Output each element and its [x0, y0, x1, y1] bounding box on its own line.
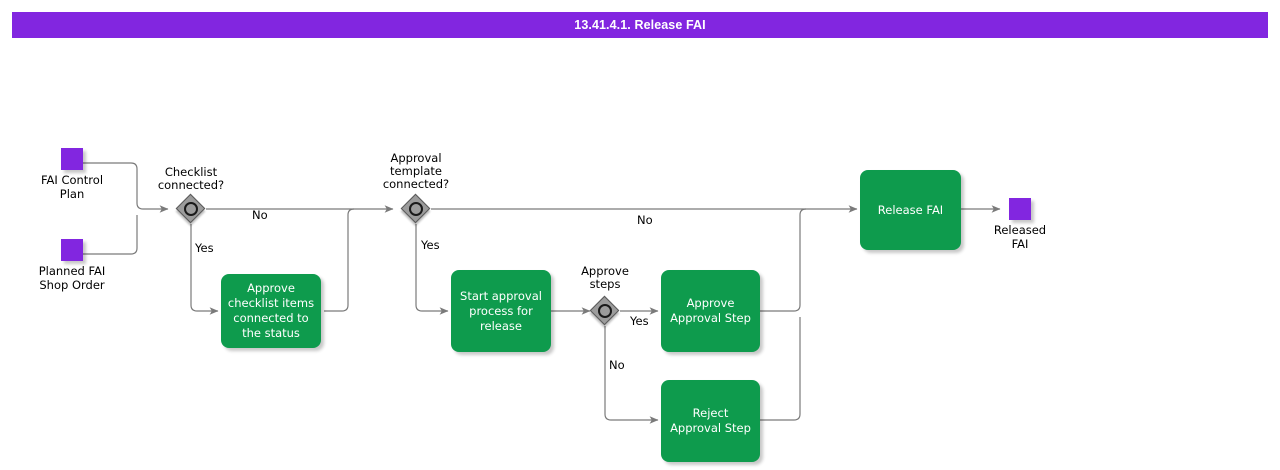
gateway-event-ring-icon — [409, 202, 423, 216]
gateway-checklist-connected[interactable] — [175, 193, 206, 224]
gateway-label-checklist-connected: Checklist connected? — [157, 165, 225, 192]
flow-label-template-no: No — [637, 213, 653, 227]
flow-label-steps-yes: Yes — [630, 314, 649, 328]
flow-label-checklist-no: No — [252, 208, 268, 222]
gateway-event-ring-icon — [598, 304, 612, 318]
page-title: 13.41.4.1. Release FAI — [12, 12, 1268, 38]
task-reject-approval-step[interactable]: Reject Approval Step — [661, 380, 760, 462]
flow-label-checklist-yes: Yes — [195, 241, 214, 255]
gateway-approve-steps[interactable] — [589, 295, 620, 326]
gateway-label-approval-template-connected: Approval template connected? — [382, 151, 450, 191]
gateway-approval-template-connected[interactable] — [400, 193, 431, 224]
data-object-label-released-fai: Released FAI — [993, 223, 1047, 251]
task-approve-approval-step[interactable]: Approve Approval Step — [661, 270, 760, 352]
gateway-event-ring-icon — [184, 202, 198, 216]
data-object-label-planned-fai-shop-order: Planned FAI Shop Order — [38, 264, 106, 292]
data-object-planned-fai-shop-order[interactable] — [61, 239, 83, 261]
task-start-approval-process[interactable]: Start approval process for release — [451, 270, 551, 352]
flow-label-template-yes: Yes — [421, 238, 440, 252]
data-object-fai-control-plan[interactable] — [61, 148, 83, 170]
data-object-released-fai[interactable] — [1009, 198, 1031, 220]
task-release-fai[interactable]: Release FAI — [860, 170, 961, 250]
gateway-label-approve-steps: Approve steps — [581, 264, 629, 291]
task-approve-checklist-items[interactable]: Approve checklist items connected to the… — [221, 274, 321, 348]
data-object-label-fai-control-plan: FAI Control Plan — [40, 173, 104, 201]
flow-label-steps-no: No — [609, 358, 625, 372]
